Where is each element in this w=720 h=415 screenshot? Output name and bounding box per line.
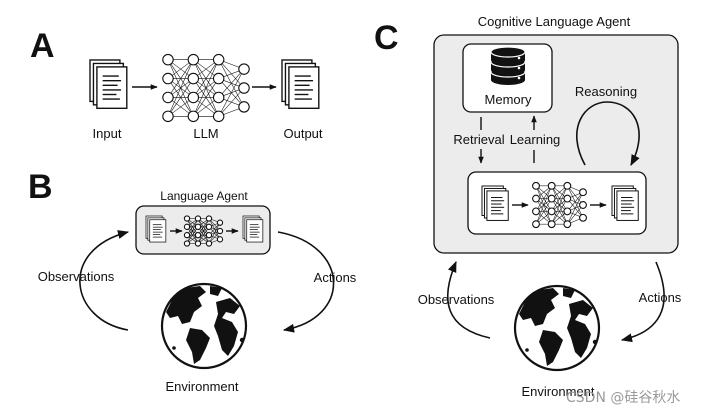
panel-b-agent-title: Language Agent <box>160 189 248 203</box>
panel-b-environment-label: Environment <box>166 379 239 394</box>
panel-a-neural-network-icon <box>162 53 250 123</box>
database-icon <box>490 46 526 85</box>
panel-c-learning-label: Learning <box>510 132 561 147</box>
panel-c-globe-icon <box>513 284 601 372</box>
panel-c-neural-network-icon <box>532 181 587 229</box>
panel-c-observations-label: Observations <box>418 292 495 307</box>
panel-c-retrieval-label: Retrieval <box>453 132 504 147</box>
panel-b-neural-network-icon <box>183 215 224 247</box>
panel-a-output-document-icon <box>281 59 320 109</box>
panel-a-llm-label: LLM <box>193 126 218 141</box>
panel-b-observations-arrow <box>79 230 130 331</box>
panel-c-letter: C <box>374 19 399 57</box>
panel-b-output-document-icon <box>242 215 264 243</box>
panel-b-observations-label: Observations <box>38 269 115 284</box>
panel-c-actions-label: Actions <box>639 290 682 305</box>
panel-b-actions-label: Actions <box>314 270 357 285</box>
panel-c-memory-label: Memory <box>485 92 532 107</box>
panel-b-letter: B <box>28 168 53 206</box>
panel-b-globe-icon <box>160 282 248 370</box>
panel-c-agent-title: Cognitive Language Agent <box>478 14 631 29</box>
panel-a-input-label: Input <box>93 126 122 141</box>
panel-c-input-document-icon <box>481 185 509 221</box>
panel-c-reasoning-label: Reasoning <box>575 84 637 99</box>
panel-c-reasoning-arrow <box>575 101 640 166</box>
panel-b-actions-arrow <box>277 231 335 333</box>
panel-a-letter: A <box>30 27 55 65</box>
panel-c-output-document-icon <box>611 185 639 221</box>
panel-a-output-label: Output <box>283 126 322 141</box>
watermark: CSDN @硅谷秋水 <box>566 390 680 406</box>
panel-c-environment-label: Environment <box>522 384 595 399</box>
panel-c-observations-arrow <box>446 260 491 339</box>
panel-a-input-document-icon <box>89 59 128 109</box>
panel-c-actions-arrow <box>620 261 665 343</box>
panel-b-input-document-icon <box>145 215 167 243</box>
